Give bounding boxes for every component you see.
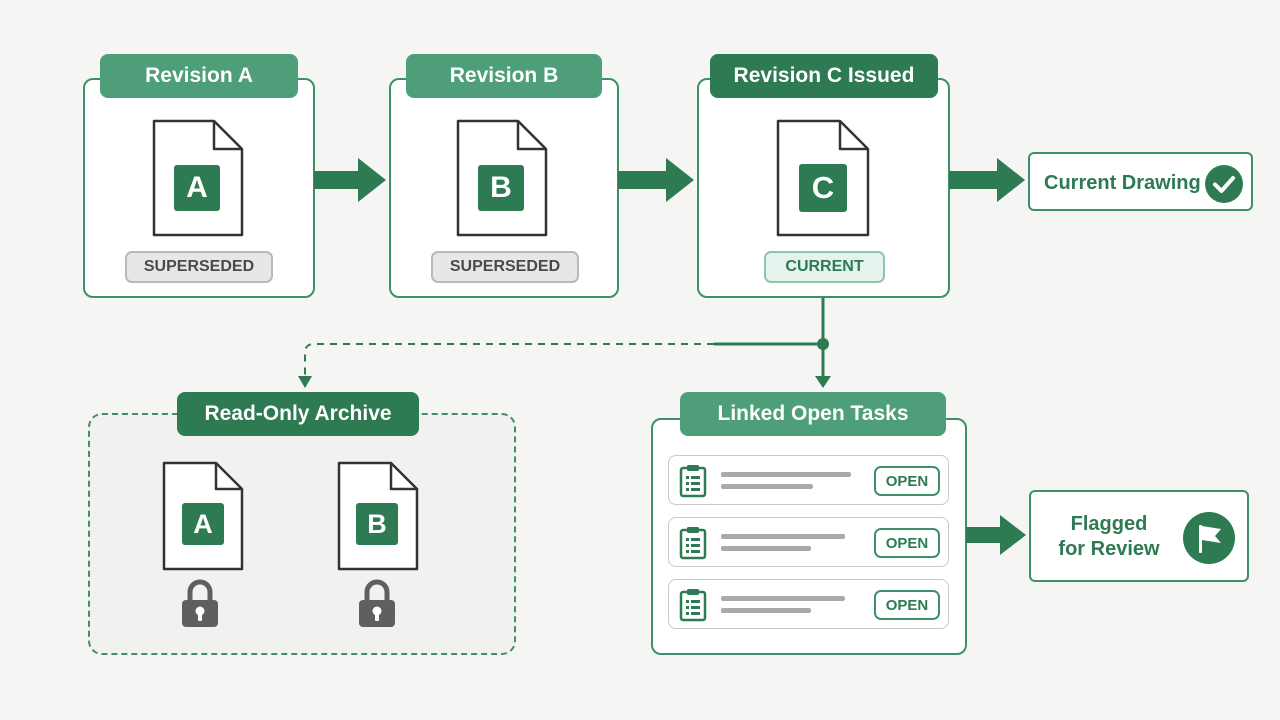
lock-icon [182,579,218,627]
task-row[interactable]: OPEN [668,455,949,505]
lock-icon [359,579,395,627]
arrow-a-to-b [314,158,386,202]
task-line [721,546,811,551]
arrowhead-to-tasks [815,376,831,388]
task-row[interactable]: OPEN [668,517,949,567]
document-b-letter: B [478,165,524,211]
current-drawing-label: Current Drawing [1044,172,1201,194]
document-a-letter: A [174,165,220,211]
read-only-archive-panel [88,413,516,655]
clipboard-icon [679,465,707,498]
current-drawing-box: Current Drawing [1028,152,1253,211]
linked-open-tasks-tab: Linked Open Tasks [680,392,946,436]
revision-b-status-badge: SUPERSEDED [431,251,579,283]
open-task-button[interactable]: OPEN [874,590,940,620]
revision-b-tab: Revision B [406,54,602,98]
task-row[interactable]: OPEN [668,579,949,629]
open-task-button[interactable]: OPEN [874,528,940,558]
flag-icon [1183,512,1235,564]
flagged-label-line2: for Review [1058,538,1160,560]
task-line [721,608,811,613]
task-line [721,472,851,477]
clipboard-icon [679,527,707,560]
flagged-for-review-box: Flagged for Review [1029,490,1249,582]
arrow-tasks-to-flagged [966,515,1026,555]
document-c-letter: C [799,164,847,212]
task-line [721,596,845,601]
flagged-label-line1: Flagged [1070,513,1148,535]
task-line [721,534,845,539]
archive-title-tab: Read-Only Archive [177,392,419,436]
archive-document-b-letter: B [356,503,398,545]
clipboard-icon [679,589,707,622]
arrow-c-to-current [949,158,1025,202]
check-circle-icon [1205,165,1243,203]
revision-a-status-badge: SUPERSEDED [125,251,273,283]
revision-a-tab: Revision A [100,54,298,98]
flagged-label: Flagged for Review [1031,512,1187,562]
connector-to-archive [304,343,714,378]
archive-document-a-letter: A [182,503,224,545]
arrowhead-to-archive [298,376,312,388]
arrow-b-to-c [618,158,694,202]
revision-c-status-badge: CURRENT [764,251,885,283]
task-line [721,484,813,489]
open-task-button[interactable]: OPEN [874,466,940,496]
revision-c-tab: Revision C Issued [710,54,938,98]
